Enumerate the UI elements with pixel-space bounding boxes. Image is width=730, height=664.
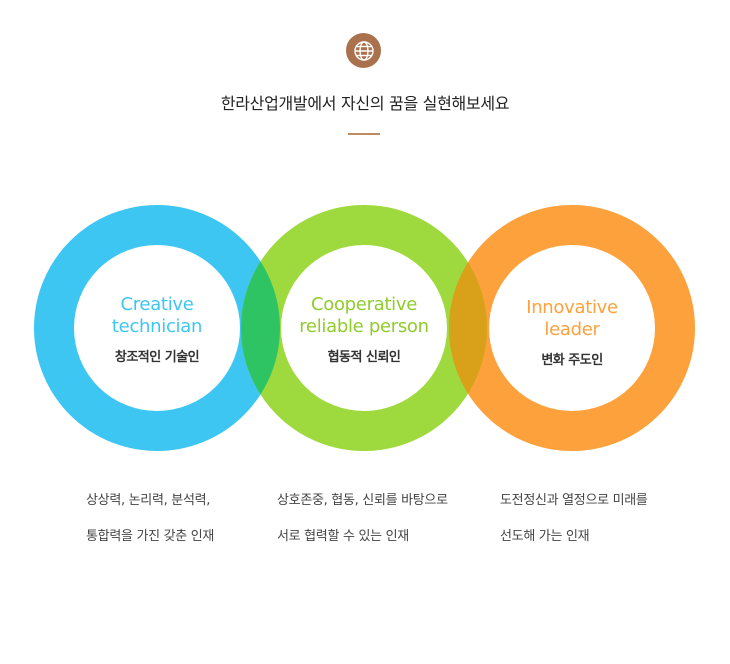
globe-icon bbox=[346, 33, 381, 68]
innovative-title-2: leader bbox=[544, 319, 600, 340]
headline-divider bbox=[348, 133, 380, 135]
page-headline: 한라산업개발에서 자신의 꿈을 실현해보세요 bbox=[220, 94, 510, 113]
cooperative-description: 상호존중, 협동, 신뢰를 바탕으로 서로 협력할 수 있는 인재 bbox=[277, 474, 448, 564]
innovative-title-1: Innovative bbox=[526, 297, 618, 318]
innovative-desc-line-2: 선도해 가는 인재 bbox=[500, 529, 590, 544]
cooperative-title-1: Cooperative bbox=[310, 294, 417, 315]
creative-desc-line-2: 통합력을 가진 갖춘 인재 bbox=[86, 529, 215, 544]
creative-desc-line-1: 상상력, 논리력, 분석력, bbox=[86, 493, 211, 508]
cooperative-title-2: reliable person bbox=[299, 316, 429, 337]
innovative-description: 도전정신과 열정으로 미래를 선도해 가는 인재 bbox=[500, 474, 648, 564]
creative-description: 상상력, 논리력, 분석력, 통합력을 가진 갖춘 인재 bbox=[86, 474, 214, 564]
creative-title-1: Creative bbox=[120, 294, 194, 315]
cooperative-label: Cooperative reliable person 협동적 신뢰인 bbox=[284, 294, 444, 365]
overlap-green-orange bbox=[449, 205, 695, 451]
cooperative-desc-line-1: 상호존중, 협동, 신뢰를 바탕으로 bbox=[277, 493, 448, 508]
creative-label: Creative technician 창조적인 기술인 bbox=[77, 294, 237, 365]
creative-korean: 창조적인 기술인 bbox=[114, 350, 200, 365]
creative-title-2: technician bbox=[111, 316, 203, 337]
innovative-korean: 변화 주도인 bbox=[541, 353, 603, 368]
innovative-label: Innovative leader 변화 주도인 bbox=[492, 297, 652, 368]
cooperative-desc-line-2: 서로 협력할 수 있는 인재 bbox=[277, 529, 409, 544]
innovative-desc-line-1: 도전정신과 열정으로 미래를 bbox=[500, 493, 648, 508]
cooperative-korean: 협동적 신뢰인 bbox=[327, 350, 401, 365]
